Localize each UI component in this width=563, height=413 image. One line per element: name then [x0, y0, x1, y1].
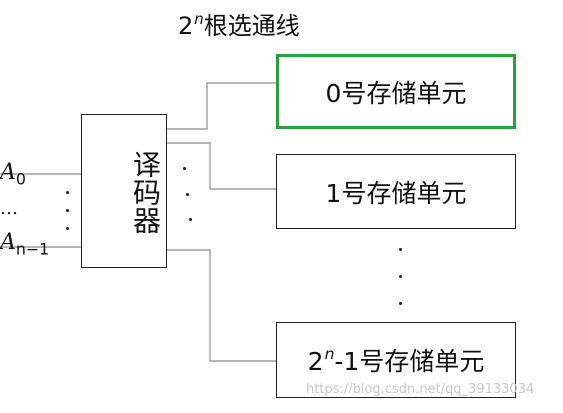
title-exponent: n	[194, 9, 204, 28]
output-dot-3	[189, 218, 192, 221]
address-an1-sub: n−1	[15, 239, 50, 259]
address-a0-letter: A	[0, 160, 16, 185]
memory-cell-last-label: 2n-1号存储单元	[308, 342, 485, 378]
memory-cell-last-exponent: n	[324, 345, 335, 364]
output-dot-1	[183, 167, 186, 170]
address-input-a0: A0	[0, 160, 26, 188]
address-a0-sub: 0	[15, 169, 26, 189]
address-input-an1: An−1	[0, 230, 49, 258]
memory-cell-1-label: 1号存储单元	[325, 178, 467, 208]
input-dot-1	[66, 191, 69, 194]
watermark: https://blog.csdn.net/qq_39133034	[306, 382, 535, 397]
memory-cell-last: 2n-1号存储单元	[276, 322, 516, 398]
address-ellipsis: …	[0, 198, 18, 219]
decoder-box: 译码器	[81, 114, 167, 268]
cell-dot-3	[399, 302, 402, 305]
decoder-label: 译码器	[129, 150, 162, 234]
cell-dot-1	[399, 248, 402, 251]
memory-cell-1: 1号存储单元	[276, 154, 516, 229]
memory-cell-last-prefix: 2	[307, 347, 324, 376]
address-an1-letter: A	[0, 230, 16, 255]
select-line-last	[167, 249, 276, 362]
input-dot-3	[66, 227, 69, 230]
output-dot-2	[186, 193, 189, 196]
memory-cell-0-label: 0号存储单元	[325, 78, 467, 108]
select-line-1	[167, 142, 276, 190]
cell-dot-2	[399, 275, 402, 278]
title-base: 2	[178, 12, 194, 40]
title-suffix: 根选通线	[203, 12, 300, 40]
memory-cell-0: 0号存储单元	[276, 54, 516, 129]
select-line-0	[167, 82, 276, 130]
select-lines-title: 2n根选通线	[178, 6, 300, 41]
memory-cell-last-suffix: -1号存储单元	[334, 347, 485, 376]
input-dot-2	[66, 209, 69, 212]
